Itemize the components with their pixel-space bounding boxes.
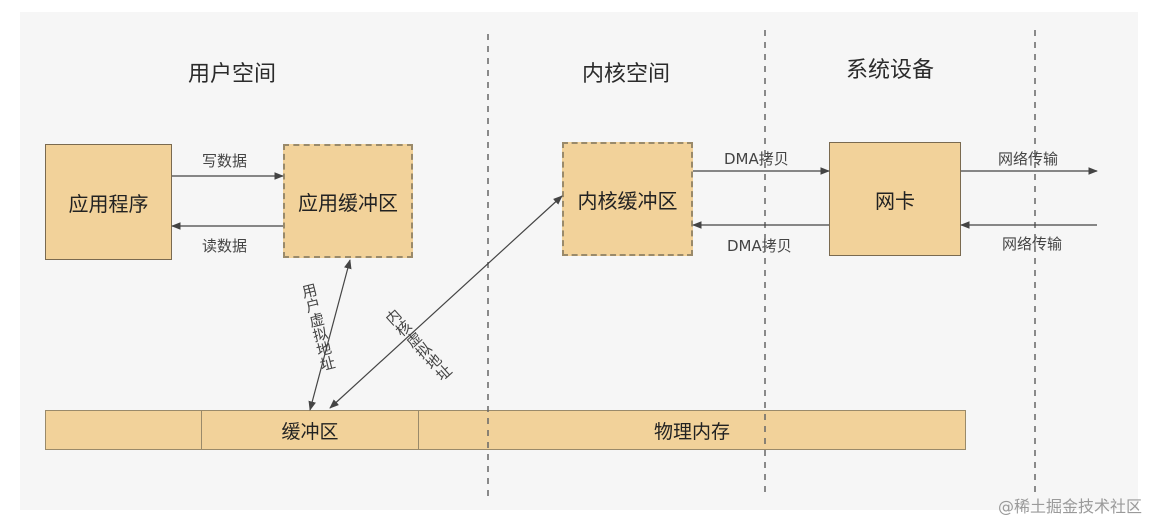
kernel-virtual-address-arrow [329,195,563,409]
user-space-heading: 用户空间 [188,62,277,87]
app-program-box: 应用程序 [45,144,172,260]
kernel-buffer-box: 内核缓冲区 [562,142,693,256]
dma-copy-bottom-label: DMA拷贝 [727,237,792,255]
write-data-label: 写数据 [202,152,248,170]
memory-segment-buffer: 缓冲区 [201,410,419,450]
network-transfer-bottom-label: 网络传输 [1002,235,1063,253]
dma-copy-top-label: DMA拷贝 [724,150,789,168]
nic-box: 网卡 [829,142,961,256]
user-virtual-address-arrow [308,259,352,411]
memory-segment-empty [45,410,202,450]
memory-segment-physical: 物理内存 [418,410,966,450]
watermark: @稀土掘金技术社区 [997,497,1142,516]
system-device-heading: 系统设备 [846,58,935,83]
network-transfer-top-label: 网络传输 [998,150,1059,168]
kernel-space-heading: 内核空间 [582,62,671,87]
read-data-label: 读数据 [202,237,248,255]
